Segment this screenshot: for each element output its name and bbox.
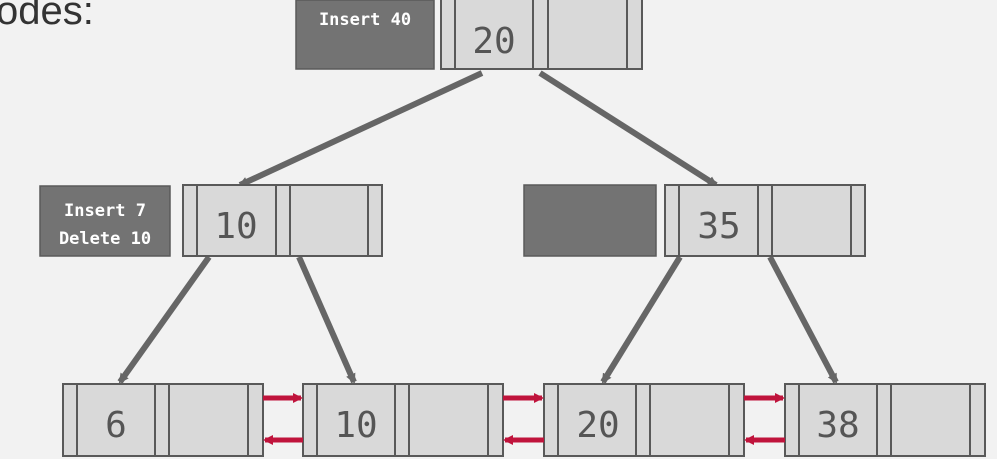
- inner-right-key: 35: [697, 206, 740, 247]
- inner-left-buffer: [39, 185, 171, 257]
- root-key: 20: [472, 21, 515, 62]
- inner-left-buffer-line-2: Delete 10: [59, 229, 151, 249]
- inner-left-node-box: [182, 184, 383, 257]
- leaf-node-3: 20: [543, 383, 745, 457]
- inner-right-node-box: [664, 184, 866, 257]
- leaf-2-box: [302, 383, 504, 457]
- inner-right-buffer: [523, 184, 657, 257]
- root-buffer: [295, 0, 435, 70]
- leaf-3-key: 20: [576, 405, 619, 446]
- root-buffer-line-1: Insert 40: [319, 10, 411, 30]
- leaf-node-2: 10: [302, 383, 504, 457]
- edge-root-to-inner-right: [538, 70, 718, 188]
- tree-edges: [117, 70, 839, 384]
- inner-left-key: 10: [214, 206, 257, 247]
- inner-left-buffer-line-1: Insert 7: [64, 201, 146, 221]
- leaf-2-key: 10: [334, 405, 377, 446]
- inner-node-right: 35: [523, 184, 866, 257]
- edge-inner-right-to-leaf-3: [600, 255, 683, 384]
- root-node: Insert 40 20: [295, 0, 643, 70]
- sibling-pointers: [263, 393, 785, 445]
- inner-node-left: Insert 7 Delete 10 10: [39, 184, 383, 257]
- leaf-node-4: 38: [784, 383, 986, 457]
- edge-inner-left-to-leaf-1: [117, 255, 212, 384]
- leaf-4-key: 38: [816, 405, 859, 446]
- edge-inner-right-to-leaf-4: [767, 255, 839, 384]
- heading-fragment: odes:: [0, 0, 94, 33]
- leaf-1-key: 6: [105, 405, 127, 446]
- root-node-box: [440, 0, 643, 70]
- edge-inner-left-to-leaf-2: [296, 255, 357, 384]
- leaf-3-box: [543, 383, 745, 457]
- edge-root-to-inner-left: [238, 70, 484, 188]
- leaf-1-box: [62, 383, 264, 457]
- leaf-4-box: [784, 383, 986, 457]
- leaf-node-1: 6: [62, 383, 264, 457]
